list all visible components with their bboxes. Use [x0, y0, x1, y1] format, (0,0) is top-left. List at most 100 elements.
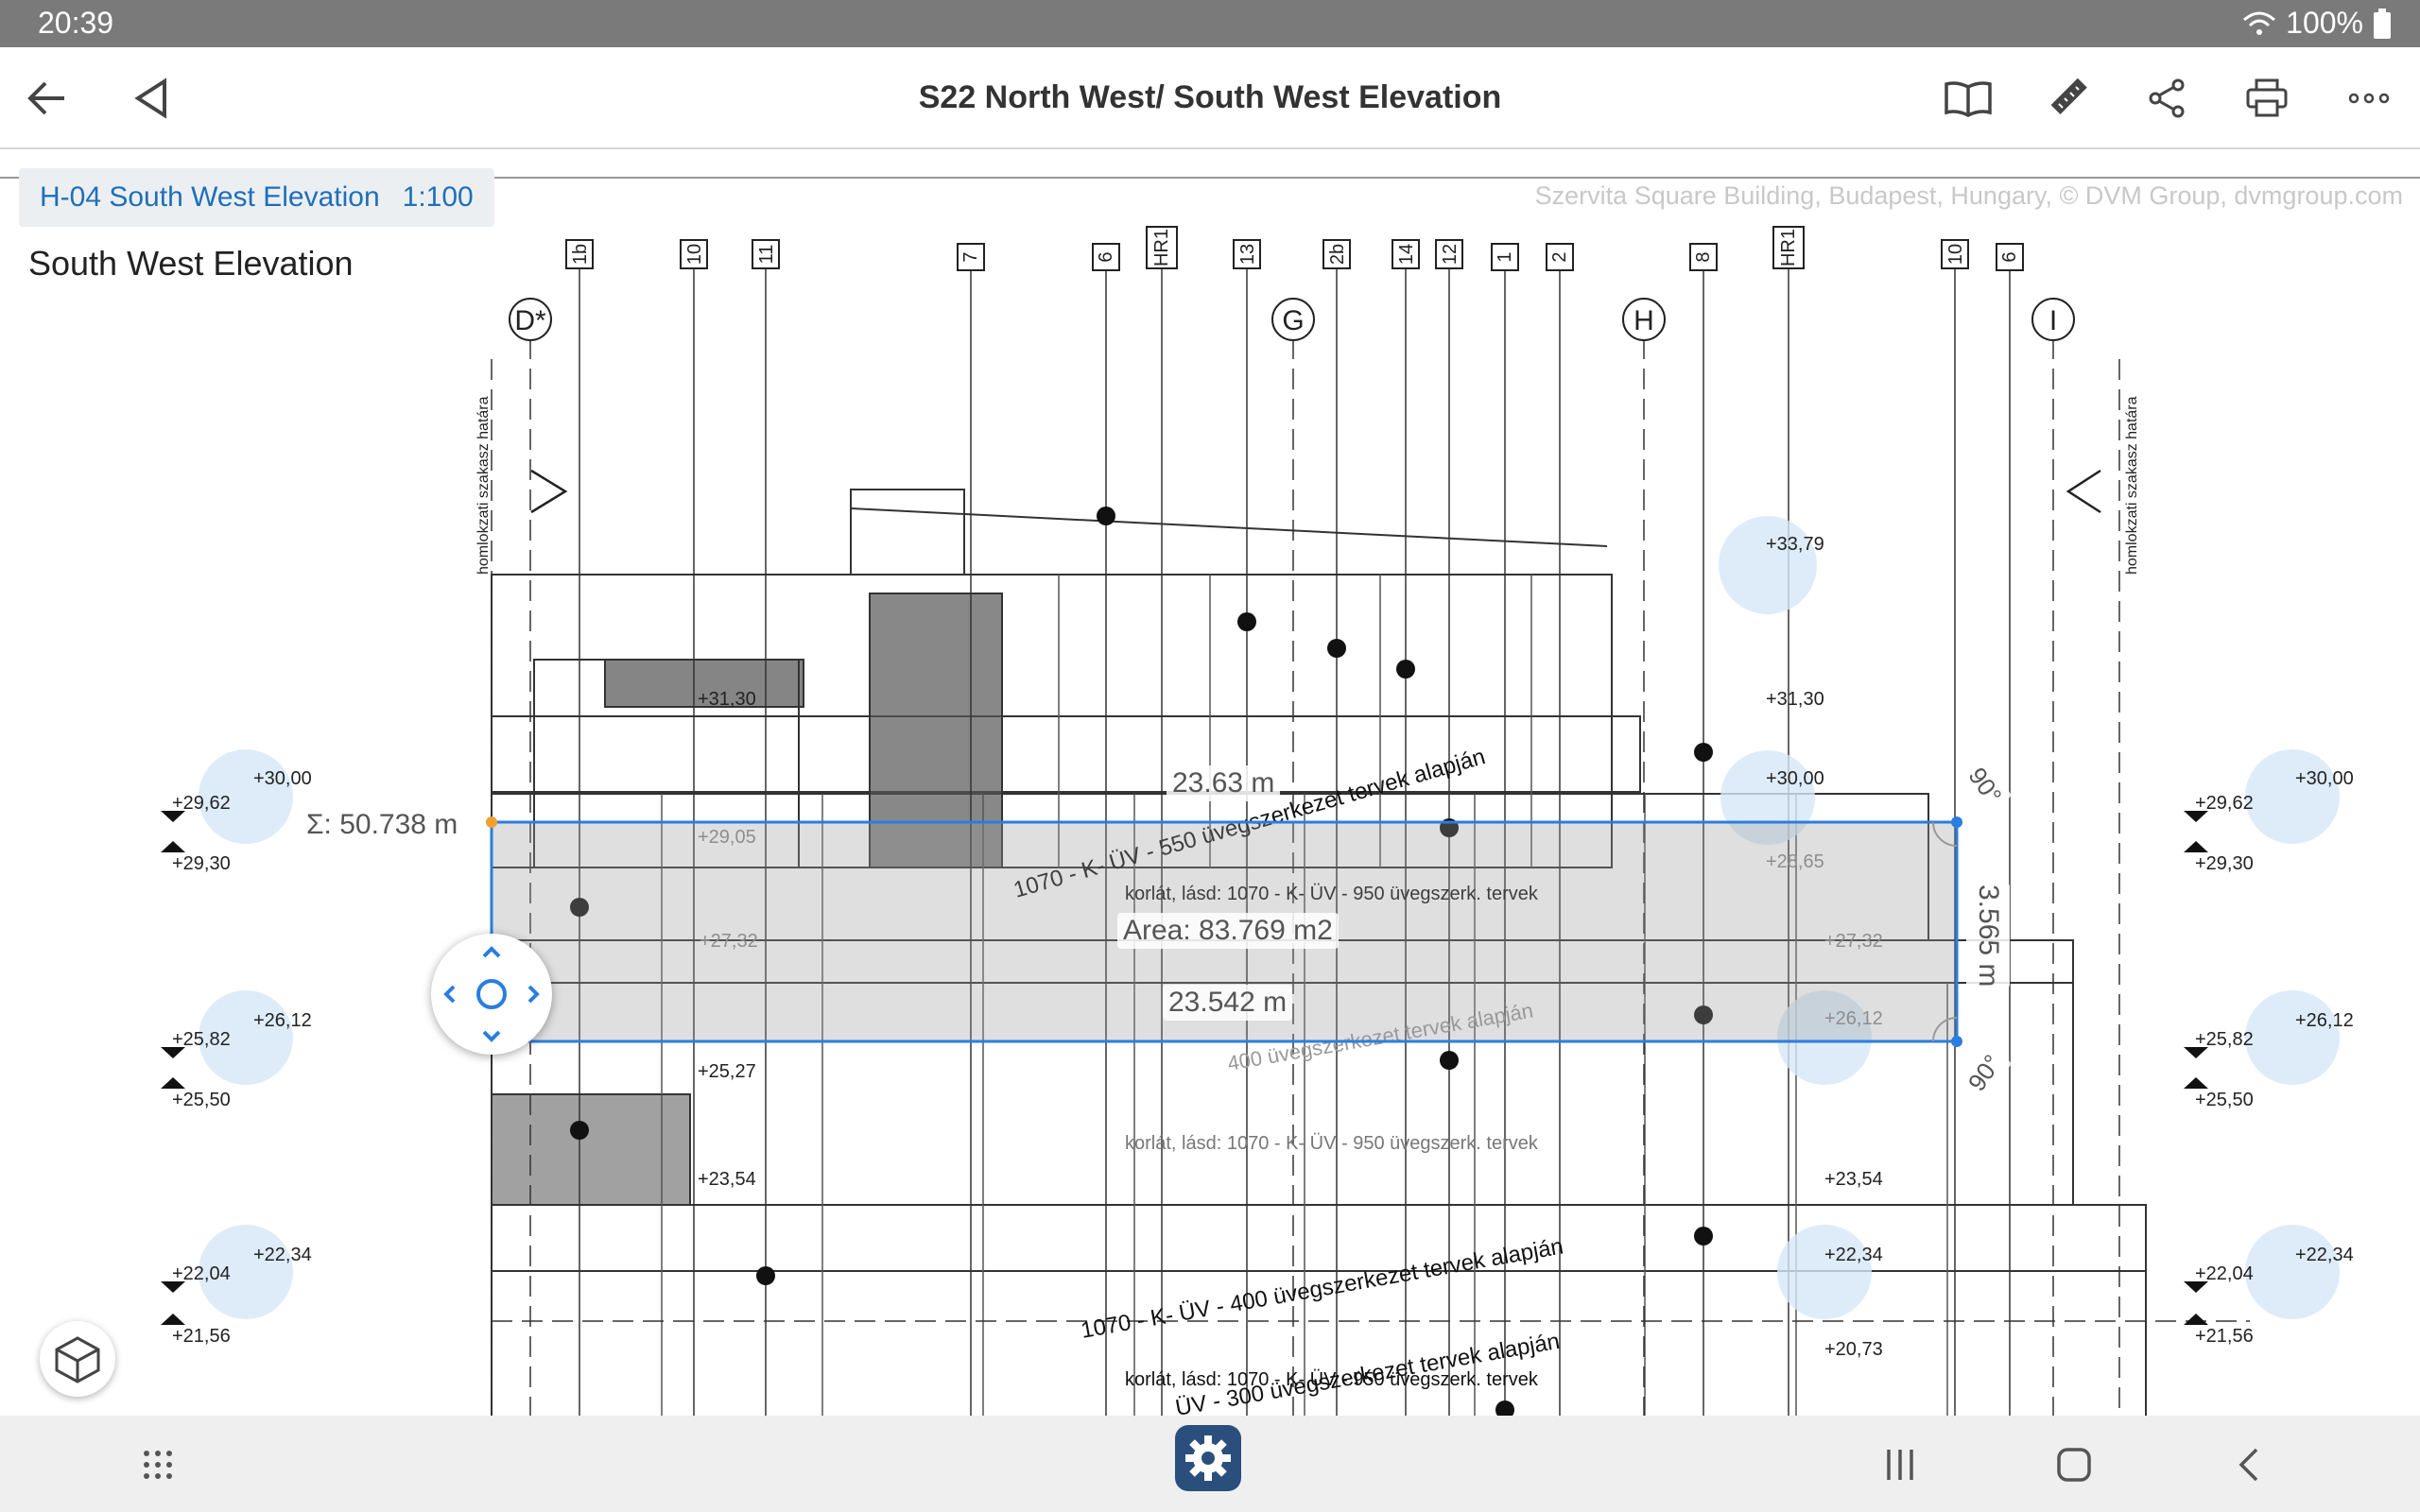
- cube-icon: [55, 1336, 100, 1383]
- share-icon[interactable]: [2138, 70, 2195, 127]
- level-label: +25,50: [2195, 1090, 2254, 1110]
- note-glass-400: 1070 - K- ÜV - 400 üvegszerkezet tervek …: [1079, 1233, 1564, 1343]
- level-label: +22,04: [2195, 1263, 2254, 1284]
- level-label: +27,32: [700, 931, 758, 952]
- note-railing-mid: korlát, lásd: 1070 - K- ÜV - 950 üvegsze…: [1125, 1133, 1539, 1154]
- level-label: +20,73: [1824, 1339, 1883, 1360]
- grid-label: HR1: [1778, 229, 1799, 266]
- level-label: +25,50: [172, 1090, 231, 1110]
- level-label: +25,27: [698, 1061, 756, 1082]
- level-label: +29,30: [2195, 853, 2254, 874]
- sheet-subtitle: South West Elevation: [28, 244, 354, 283]
- sheet-tag-label: H-04 South West Elevation: [40, 181, 380, 213]
- status-time: 20:39: [38, 6, 114, 40]
- battery-percent: 100%: [2286, 6, 2363, 40]
- axis-label: I: [2049, 305, 2057, 336]
- grid-label: 6: [1999, 251, 2020, 262]
- level-label: +31,30: [1766, 689, 1824, 710]
- level-label: +29,05: [698, 827, 756, 848]
- more-icon[interactable]: [2341, 70, 2397, 127]
- level-label: +30,00: [253, 768, 312, 789]
- 3d-view-button[interactable]: [40, 1321, 115, 1397]
- boundary-note-right: homlokzati szakasz határa: [2124, 396, 2140, 575]
- status-right: 100%: [2242, 6, 2392, 41]
- level-label: +31,30: [698, 689, 756, 710]
- level-label: +25,82: [172, 1029, 231, 1050]
- status-bar: 20:39 100%: [0, 0, 2420, 47]
- boundary-note-left: homlokzati szakasz határa: [475, 396, 492, 575]
- levels-left: +30,00 +29,62 +29,30 +26,12 +25,82 +25,5…: [172, 768, 312, 1347]
- level-label: +23,54: [1824, 1169, 1883, 1190]
- grid-label: 12: [1440, 244, 1461, 265]
- level-label: +26,12: [253, 1010, 312, 1031]
- level-label: +26,12: [2295, 1010, 2354, 1031]
- level-label: +30,00: [2295, 768, 2354, 789]
- top-toolbar: S22 North West/ South West Elevation: [0, 47, 2420, 149]
- grid-label: 1b: [570, 244, 591, 265]
- book-icon[interactable]: [1940, 70, 1996, 127]
- level-label: +23,54: [698, 1169, 756, 1190]
- level-label: +22,34: [1824, 1245, 1883, 1265]
- ruler-icon[interactable]: [2040, 70, 2097, 127]
- grid-label: 14: [1396, 244, 1417, 265]
- pan-control-icon: [443, 946, 540, 1042]
- level-label: +25,82: [2195, 1029, 2254, 1050]
- grid-label: 11: [756, 245, 777, 265]
- grid-label: 8: [1693, 251, 1714, 262]
- grid-top-labels: 1b 10 11 7 6 HR1 13 2b 14 12 1 2 8 HR1 1…: [565, 226, 2024, 271]
- axis-label: D*: [514, 305, 546, 336]
- level-label: +33,79: [1766, 534, 1824, 555]
- app-drawer-icon[interactable]: [130, 1436, 186, 1493]
- levels-inner: +33,79 +31,30 +31,30 +30,00 +29,05 +28,6…: [698, 534, 1883, 1360]
- battery-icon: [2374, 8, 2391, 39]
- grid-lines: [579, 266, 2011, 1416]
- grid-axes: D* G H I: [509, 298, 2075, 341]
- level-label: +22,34: [253, 1245, 312, 1265]
- home-icon[interactable]: [2046, 1436, 2102, 1493]
- elevation-drawing: 1b 10 11 7 6 HR1 13 2b 14 12 1 2 8 HR1 1…: [0, 177, 2420, 1416]
- sheet-tag[interactable]: H-04 South West Elevation 1:100: [19, 168, 494, 227]
- level-label: +28,65: [1766, 851, 1824, 872]
- side-length-label: 3.565 m: [1966, 883, 2010, 989]
- wifi-icon: [2243, 11, 2276, 35]
- perimeter-label: Σ: 50.738 m: [301, 807, 464, 843]
- page-title: S22 North West/ South West Elevation: [918, 79, 1502, 115]
- grid-label: 2: [1549, 251, 1570, 262]
- grid-label: 1: [1495, 251, 1515, 262]
- pan-control[interactable]: [431, 934, 552, 1055]
- previous-sheet-icon[interactable]: [123, 70, 180, 127]
- levels-right: +30,00 +29,62 +29,30 +26,12 +25,82 +25,5…: [2195, 768, 2354, 1347]
- note-railing-top: korlát, lásd: 1070 - K- ÜV - 950 üvegsze…: [1125, 884, 1539, 904]
- back-arrow-icon[interactable]: [19, 70, 76, 127]
- level-label: +29,30: [172, 853, 231, 874]
- recent-apps-icon[interactable]: [1872, 1436, 1928, 1493]
- level-label: +29,62: [172, 793, 231, 814]
- grid-label: 10: [684, 244, 705, 265]
- level-label: +22,34: [2295, 1245, 2354, 1265]
- grid-label: 6: [1096, 251, 1116, 262]
- level-label: +27,32: [1824, 931, 1883, 952]
- area-label: Area: 83.769 m2: [1117, 913, 1339, 949]
- axis-label: H: [1634, 305, 1654, 336]
- grid-label: 13: [1237, 244, 1258, 265]
- grid-label: 2b: [1327, 244, 1348, 265]
- bottom-length-label: 23.542 m: [1163, 985, 1293, 1021]
- grid-label: HR1: [1151, 229, 1172, 266]
- level-label: +26,12: [1824, 1008, 1883, 1029]
- watermark: Szervita Square Building, Budapest, Hung…: [1534, 181, 2403, 210]
- level-label: +21,56: [172, 1326, 231, 1347]
- back-icon[interactable]: [2220, 1436, 2276, 1493]
- drawing-canvas[interactable]: 1b 10 11 7 6 HR1 13 2b 14 12 1 2 8 HR1 1…: [0, 149, 2420, 1416]
- axis-label: G: [1282, 305, 1304, 336]
- grid-label: 7: [960, 251, 981, 262]
- sheet-tag-scale: 1:100: [402, 181, 474, 213]
- top-length-label: 23.63 m: [1167, 765, 1281, 801]
- level-label: +30,00: [1766, 768, 1824, 789]
- note-railing-low: korlát, lásd: 1070 - K- ÜV - 950 üvegsze…: [1125, 1369, 1539, 1390]
- level-label: +29,62: [2195, 793, 2254, 814]
- print-icon[interactable]: [2238, 70, 2295, 127]
- level-label: +22,04: [172, 1263, 231, 1284]
- settings-gear-icon[interactable]: [1175, 1425, 1241, 1491]
- grid-label: 10: [1945, 244, 1966, 265]
- level-label: +21,56: [2195, 1326, 2254, 1347]
